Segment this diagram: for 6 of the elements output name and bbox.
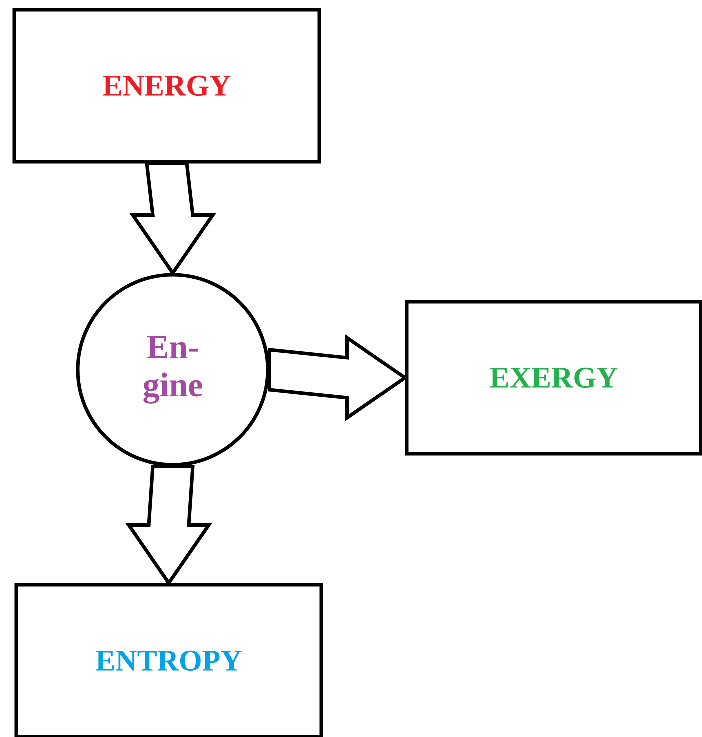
block-arrow: [268, 334, 408, 422]
block-arrow: [130, 162, 216, 276]
label-box: EXERGY: [405, 300, 702, 456]
block-arrow: [126, 465, 212, 586]
label-box: ENERGY: [12, 8, 322, 164]
label-box: ENTROPY: [14, 583, 324, 737]
